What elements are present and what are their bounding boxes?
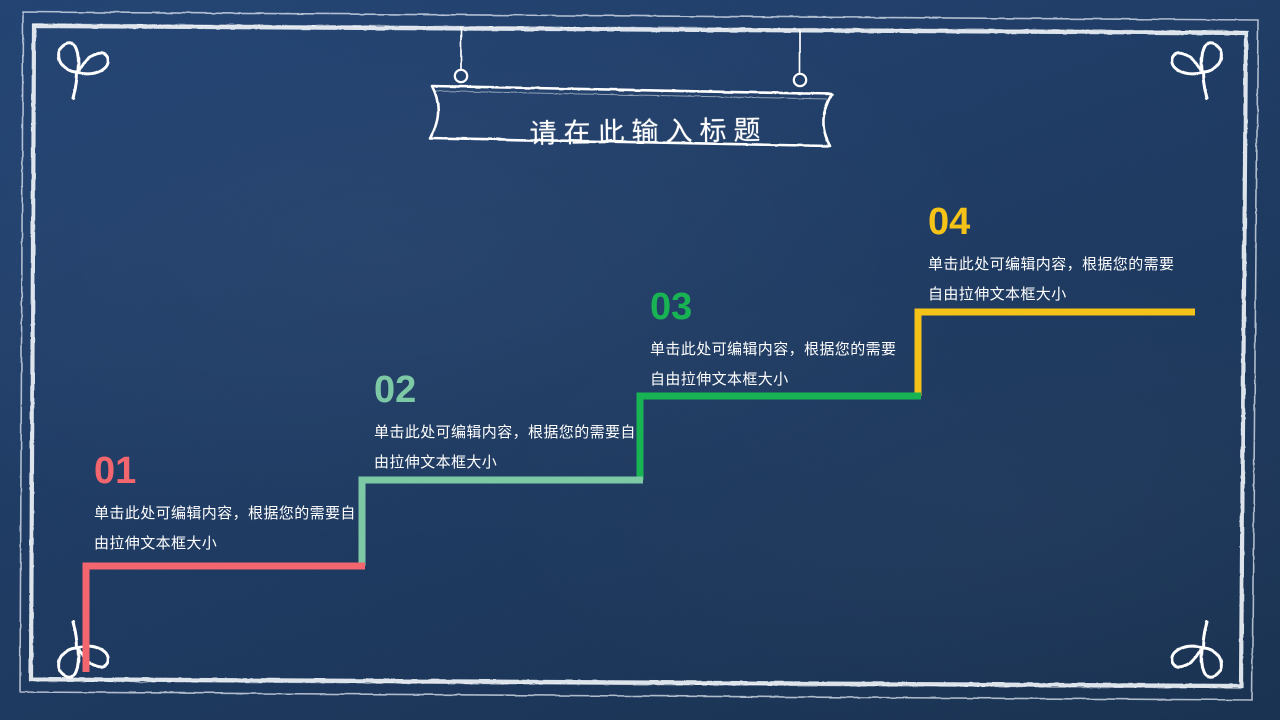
corner-doodle-top-right <box>1170 41 1223 100</box>
step-line-01 <box>82 562 365 672</box>
step-item-01[interactable]: 01 单击此处可编辑内容，根据您的需要自由拉伸文本框大小 <box>94 452 362 559</box>
step-body-03: 单击此处可编辑内容，根据您的需要自由拉伸文本框大小 <box>650 341 897 388</box>
corner-doodle-bottom-left <box>57 620 110 679</box>
rope-ring-icon-right <box>792 72 808 88</box>
page-title: 请在此输入标题 <box>529 115 768 149</box>
corner-doodle-bottom-right <box>1170 620 1223 679</box>
step-number-02: 02 <box>374 369 417 411</box>
step-item-03[interactable]: 03 单击此处可编辑内容，根据您的需要自由拉伸文本框大小 <box>650 288 918 395</box>
banner-ribbon-outline <box>428 84 834 148</box>
title-banner: 请在此输入标题 <box>420 18 870 168</box>
rope-ring-icon-left <box>453 68 469 84</box>
corner-doodle-top-left <box>57 41 110 100</box>
step-item-04[interactable]: 04 单击此处可编辑内容，根据您的需要自由拉伸文本框大小 <box>928 203 1196 310</box>
step-body-02: 单击此处可编辑内容，根据您的需要自由拉伸文本框大小 <box>374 424 636 471</box>
step-number-01: 01 <box>94 450 137 492</box>
step-line-03 <box>636 392 921 480</box>
step-body-04: 单击此处可编辑内容，根据您的需要自由拉伸文本框大小 <box>928 256 1175 303</box>
step-number-04: 04 <box>928 201 971 243</box>
step-item-02[interactable]: 02 单击此处可编辑内容，根据您的需要自由拉伸文本框大小 <box>374 371 642 478</box>
step-line-02 <box>358 476 643 566</box>
step-number-03: 03 <box>650 286 693 328</box>
step-body-01: 单击此处可编辑内容，根据您的需要自由拉伸文本框大小 <box>94 505 356 552</box>
step-line-04 <box>914 308 1195 396</box>
